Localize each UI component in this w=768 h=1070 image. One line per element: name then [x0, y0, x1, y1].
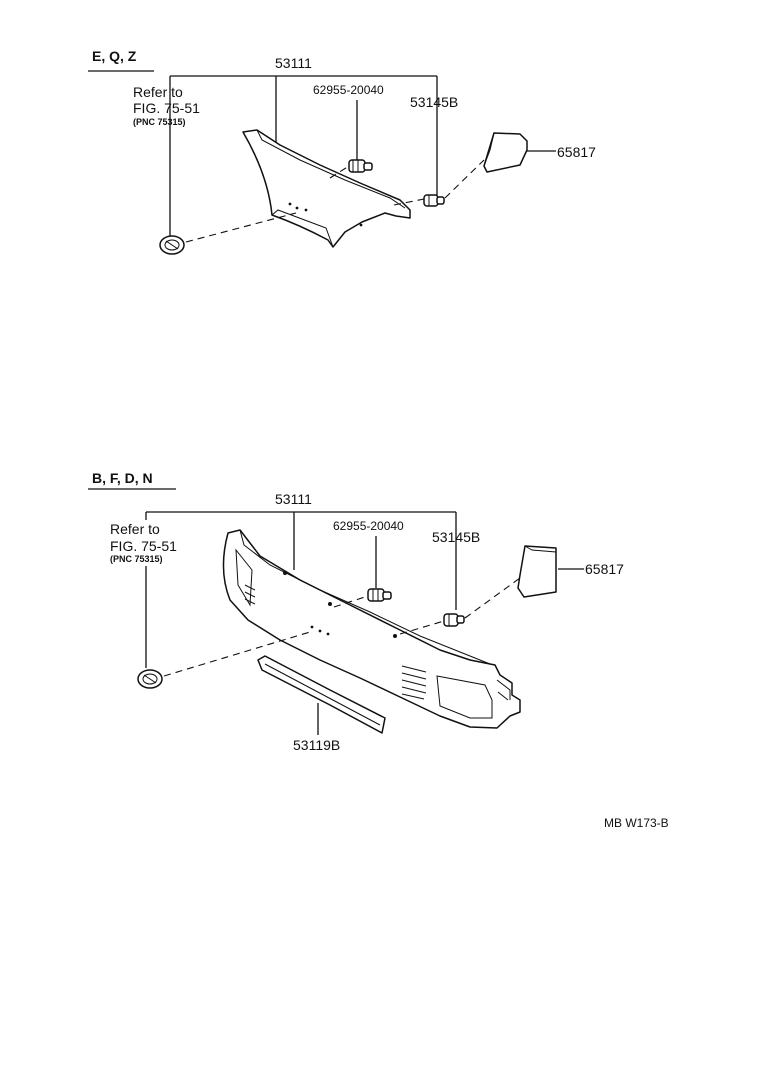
refer-line2-top: FIG. 75-51	[133, 100, 200, 116]
refer-line2-bottom: FIG. 75-51	[110, 538, 177, 554]
emblem-cover-top	[483, 132, 528, 173]
grille-bottom-tab	[283, 571, 287, 575]
assembly-line-cover-top	[444, 159, 485, 199]
emblem-cover-top-edge	[483, 132, 495, 167]
grille-bottom-left-opening	[235, 548, 253, 607]
moulding-bottom-edge	[264, 663, 381, 726]
part-number-emblem-cover-top: 65817	[557, 144, 596, 160]
assembly-line-cover-bottom	[464, 577, 521, 619]
part-number-moulding-bottom: 53119B	[293, 737, 340, 753]
part-number-emblem-cover-bottom: 65817	[585, 561, 624, 577]
emblem-cover-bottom-edge	[524, 545, 557, 553]
emblem-top	[159, 235, 185, 255]
refer-line3-bottom: (PNC 75315)	[110, 554, 163, 564]
grille-bottom-right-bracket	[496, 679, 511, 701]
assembly-line-retainer-bottom	[399, 620, 445, 635]
grille-bottom-right-opening	[436, 675, 493, 719]
grille-top-hole	[288, 202, 292, 206]
grille-bottom	[222, 529, 521, 729]
refer-line1-bottom: Refer to	[110, 521, 160, 537]
grille-top-hole	[295, 206, 299, 210]
emblem-cover-bottom	[517, 545, 557, 598]
part-number-clip-bottom: 62955-20040	[333, 519, 404, 533]
assembly-line-emblem-bottom	[163, 631, 311, 677]
assembly-line-clip-bottom	[333, 595, 369, 608]
grille-bottom-hole	[318, 629, 322, 633]
part-number-grille-top: 53111	[275, 55, 312, 71]
grille-bottom-tab	[328, 602, 332, 606]
refer-line3-top: (PNC 75315)	[133, 117, 186, 127]
section-top: E, Q, Z 53111 Refer to FIG. 75-51 (PNC 7…	[88, 48, 596, 255]
grille-top-lower-edge	[271, 209, 334, 248]
retainer-top	[423, 194, 445, 207]
figure-code: MB W173-B	[604, 816, 669, 830]
grille-bottom-hole	[326, 632, 330, 636]
part-number-retainer-top: 53145B	[410, 94, 458, 110]
assembly-line-clip-top	[329, 165, 350, 179]
part-number-retainer-bottom: 53145B	[432, 529, 480, 545]
grille-bottom-right-slats	[401, 665, 427, 700]
grille-bottom-upper-edge	[239, 529, 491, 665]
grille-bottom-hole	[310, 625, 314, 629]
clip-bottom	[367, 588, 392, 602]
grille-top-hole	[359, 223, 363, 227]
clip-top	[348, 159, 373, 173]
variant-heading-bottom: B, F, D, N	[92, 470, 153, 486]
emblem-bottom	[137, 669, 163, 689]
refer-line1-top: Refer to	[133, 84, 183, 100]
retainer-bottom	[443, 613, 465, 627]
grille-top-edge	[256, 129, 406, 209]
assembly-line-retainer-top	[393, 198, 425, 206]
grille-top	[242, 129, 411, 248]
part-number-grille-bottom: 53111	[275, 491, 312, 507]
section-bottom: B, F, D, N 53111 Refer to FIG. 75-51 (PN…	[88, 470, 624, 753]
part-number-clip-top: 62955-20040	[313, 83, 384, 97]
grille-bottom-tab	[393, 634, 397, 638]
grille-bottom-left-slats	[244, 584, 256, 605]
grille-top-hole	[304, 208, 308, 212]
assembly-line-emblem-top	[185, 212, 297, 243]
variant-heading-top: E, Q, Z	[92, 48, 137, 64]
